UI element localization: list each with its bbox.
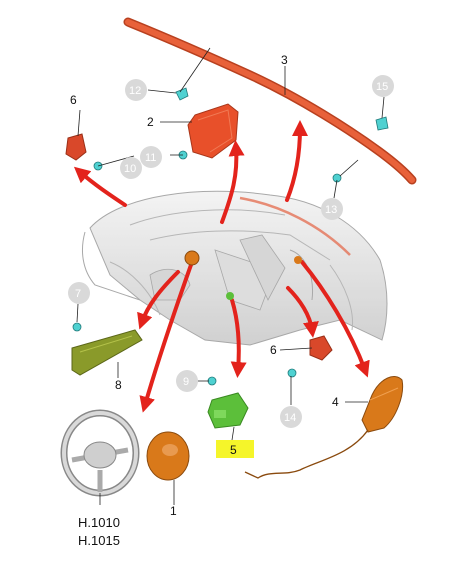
- callout-3: 3: [281, 53, 288, 67]
- svg-text:13: 13: [325, 204, 337, 216]
- callout-7-circle: 7: [68, 282, 90, 304]
- arrow-to-curtain-airbag: [285, 120, 308, 202]
- curtain-airbag: [123, 17, 417, 185]
- side-sensor-bracket-upper: [65, 133, 87, 161]
- callout-15-circle: 15: [372, 75, 394, 97]
- svg-text:11: 11: [145, 152, 156, 164]
- arrow-to-knee-airbag: [137, 270, 180, 330]
- callout-8: 8: [115, 378, 122, 392]
- callout-12-circle: 12: [125, 79, 147, 101]
- callout-5: 5: [230, 443, 237, 457]
- red-arrows: [73, 120, 370, 413]
- callout-6-lower: 6: [270, 343, 277, 357]
- arrow-to-seat-airbag: [300, 260, 370, 378]
- seat-airbag-origin-dot: [294, 256, 302, 264]
- arrow-to-module: [230, 298, 247, 378]
- knee-airbag: [71, 329, 143, 376]
- callout-5-highlight: [216, 440, 254, 458]
- callout-4: 4: [332, 395, 339, 409]
- callout-10-circle: 10: [120, 157, 142, 179]
- reference-code-1: H.1010: [78, 515, 120, 530]
- svg-text:10: 10: [124, 163, 136, 175]
- callout-14-circle: 14: [280, 406, 302, 428]
- callout-6-upper: 6: [70, 93, 77, 107]
- callout-2: 2: [147, 115, 154, 129]
- seat-side-airbag: [244, 376, 404, 479]
- airbag-control-module: [207, 392, 249, 429]
- clip-12-bolt: [175, 87, 189, 101]
- arrow-to-lower-sensor: [286, 286, 319, 338]
- reference-code-2: H.1015: [78, 533, 120, 548]
- passenger-airbag: [187, 103, 239, 159]
- callout-1: 1: [170, 504, 177, 518]
- callout-13-circle: 13: [321, 198, 343, 220]
- side-sensor-lower: [309, 335, 333, 361]
- steering-wheel: [60, 409, 140, 497]
- arrow-to-side-bracket: [73, 166, 127, 207]
- svg-text:9: 9: [183, 376, 189, 388]
- clip-15-bolt: [375, 116, 389, 131]
- vehicle-body-ghost: [82, 190, 388, 346]
- clip-7-bolt: [72, 322, 82, 332]
- clip-14-bolt: [287, 368, 297, 378]
- callout-11-circle: 11: [140, 146, 162, 168]
- driver-airbag: [146, 431, 190, 481]
- svg-text:15: 15: [376, 81, 388, 93]
- driver-airbag-origin-dot: [184, 250, 200, 266]
- module-origin-dot: [226, 292, 234, 300]
- svg-text:7: 7: [75, 288, 81, 300]
- arrow-to-driver-airbag: [139, 260, 194, 413]
- svg-text:14: 14: [284, 412, 296, 424]
- leader-lines: [76, 47, 385, 505]
- arrow-to-passenger-airbag: [220, 140, 245, 224]
- callout-9-circle: 9: [176, 370, 198, 392]
- clip-9-bolt: [207, 376, 217, 386]
- svg-text:12: 12: [129, 85, 141, 97]
